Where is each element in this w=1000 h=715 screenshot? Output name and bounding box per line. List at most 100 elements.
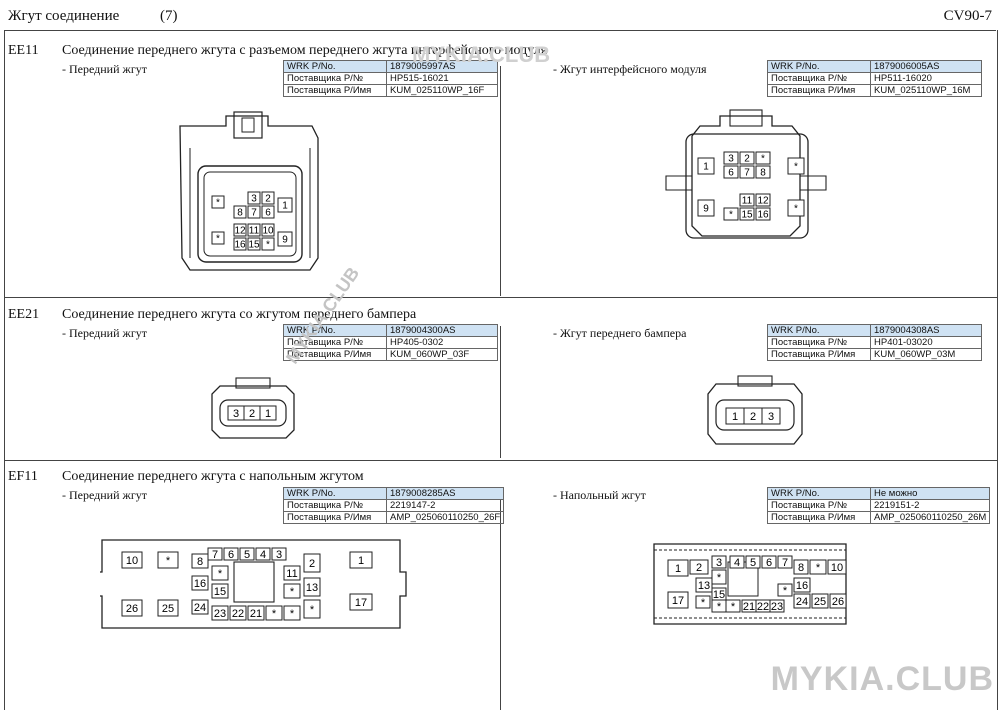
pin-cell	[247, 205, 261, 219]
connector-label: - Жгут интерфейсного модуля	[553, 62, 707, 76]
pin-cell	[689, 559, 709, 575]
pin-cell	[121, 599, 143, 617]
pin-cell	[787, 157, 805, 175]
pin-cell	[303, 577, 321, 597]
pin-cell	[729, 555, 745, 569]
pin-cell	[755, 193, 771, 207]
pin-cell	[191, 599, 209, 615]
pin-cell	[255, 547, 271, 561]
info-value: HP511-16020	[870, 72, 982, 85]
pin-label: 8	[197, 556, 203, 568]
pin-label: *	[272, 608, 277, 620]
pin-label: 1	[358, 555, 364, 567]
pin-label: *	[794, 162, 798, 173]
connector-label: - Передний жгут	[62, 326, 147, 340]
info-value: KUM_025110WP_16M	[870, 84, 982, 97]
pin-label: 6	[728, 168, 734, 179]
pin-label: *	[717, 572, 722, 584]
pin-cell	[739, 151, 755, 165]
section-title: Соединение переднего жгута с напольным ж…	[62, 469, 364, 484]
section-title: Соединение переднего жгута со жгутом пер…	[62, 307, 417, 322]
pin-label: 15	[713, 589, 725, 601]
pin-label: *	[216, 198, 220, 209]
model-code: CV90-7	[943, 8, 992, 24]
pin-label: 8	[760, 168, 766, 179]
pin-label: 7	[782, 557, 788, 569]
pin-cell	[229, 605, 247, 621]
section-code: EE11	[8, 43, 39, 58]
pin-label: *	[266, 240, 270, 251]
pin-label: 17	[672, 595, 684, 607]
pin-cell	[809, 559, 827, 575]
pin-label: 10	[126, 555, 138, 567]
pin-label: 26	[832, 596, 844, 608]
info-key: Поставщика P/№	[283, 499, 387, 512]
pin-cell	[811, 593, 829, 609]
pin-cell	[247, 605, 265, 621]
pin-label: 26	[126, 603, 138, 615]
pin-cell	[259, 405, 277, 421]
page-header: Жгут соединение (7) CV90-7	[4, 4, 996, 31]
pin-cell	[761, 407, 781, 425]
pin-cell	[829, 593, 847, 609]
pin-cell	[191, 553, 209, 569]
pin-cell	[769, 599, 785, 613]
pin-label: 17	[355, 597, 367, 609]
pin-cell	[755, 207, 771, 221]
info-value: KUM_060WP_03F	[386, 348, 498, 361]
pin-cell	[777, 555, 793, 569]
pin-label: *	[310, 604, 315, 616]
info-value: Не можно	[869, 487, 991, 500]
pin-cell	[739, 165, 755, 179]
pin-cell	[261, 205, 275, 219]
pin-label: 9	[282, 235, 288, 246]
pin-cell	[723, 165, 739, 179]
info-key: Поставщика P/Имя	[767, 511, 871, 524]
section-divider	[4, 460, 998, 461]
pin-label: 7	[212, 549, 218, 561]
pin-label: *	[731, 601, 736, 613]
section-code: EF11	[8, 469, 38, 484]
pin-label: 25	[814, 596, 826, 608]
pin-label: *	[701, 597, 706, 609]
pin-cell	[211, 565, 229, 581]
pin-cell	[271, 547, 287, 561]
info-key: Поставщика P/№	[767, 499, 871, 512]
pin-cell	[697, 157, 715, 175]
pin-label: 2	[265, 194, 271, 205]
pin-label: 10	[831, 562, 843, 574]
connector-label: - Передний жгут	[62, 488, 147, 502]
info-value: 1879004300AS	[386, 324, 498, 337]
pin-cell	[277, 231, 293, 247]
pin-cell	[695, 577, 713, 593]
pin-label: 23	[771, 601, 783, 613]
pin-label: 11	[286, 568, 297, 580]
pin-cell	[745, 555, 761, 569]
pin-cell	[711, 555, 727, 569]
pin-cell	[207, 547, 223, 561]
pin-cell	[349, 551, 373, 569]
pin-cell	[723, 207, 739, 221]
pin-label: *	[216, 234, 220, 245]
pin-label: 2	[696, 562, 702, 574]
pin-label: *	[218, 568, 223, 580]
pin-label: 2	[744, 154, 750, 165]
info-key: Поставщика P/№	[767, 336, 871, 349]
watermark: MYKIA.CLUB	[412, 42, 551, 67]
section-divider	[4, 297, 998, 298]
pin-label: 8	[798, 562, 804, 574]
pin-cell	[303, 599, 321, 619]
pin-cell	[233, 223, 247, 237]
pin-label: 2	[249, 408, 255, 420]
info-value: KUM_025110WP_16F	[386, 84, 498, 97]
pin-label: 25	[162, 603, 174, 615]
pin-cell	[277, 197, 293, 213]
pin-cell	[711, 569, 727, 585]
